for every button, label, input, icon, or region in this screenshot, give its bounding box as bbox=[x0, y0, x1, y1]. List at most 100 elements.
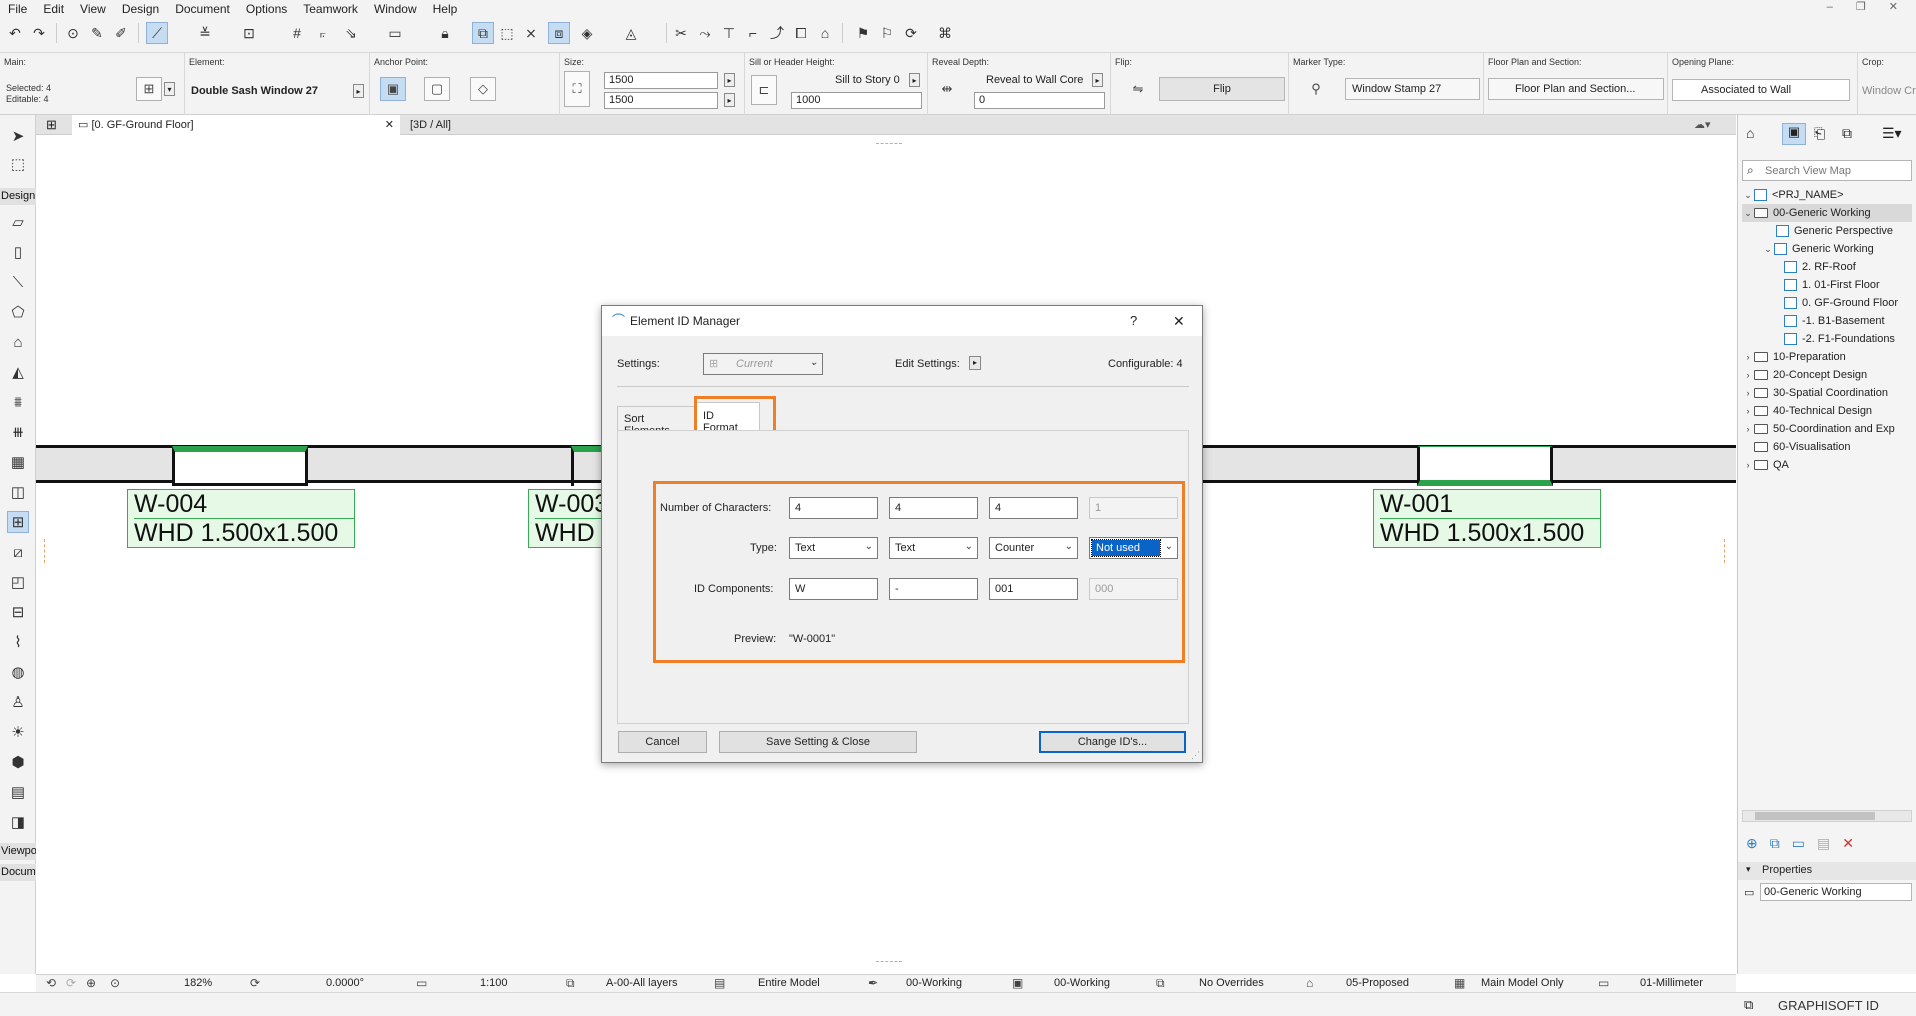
settings-dropdown[interactable]: ⊞ Current ⌄ bbox=[703, 353, 823, 375]
trace-icon[interactable]: ⨯ bbox=[525, 24, 537, 41]
size-link-icon[interactable]: ⛶ bbox=[564, 71, 590, 107]
inject-icon[interactable]: ✐ bbox=[115, 24, 127, 41]
curtain-wall-tool-icon[interactable]: ▦ bbox=[10, 454, 26, 471]
crop-icon[interactable]: ⧠ bbox=[795, 24, 807, 41]
edit-settings-arrow[interactable]: ▸ bbox=[969, 356, 981, 370]
window-controls[interactable]: – ❐ ✕ bbox=[1826, 1, 1908, 13]
ruler-icon[interactable]: ⟔ bbox=[319, 24, 327, 41]
sill-icon[interactable]: ⊏ bbox=[751, 75, 777, 105]
layers-icon[interactable]: ⧉ bbox=[566, 976, 575, 990]
menu-file[interactable]: File bbox=[8, 1, 28, 16]
tree-item-preparation[interactable]: ›10-Preparation bbox=[1746, 351, 1846, 363]
component-input-1[interactable]: W bbox=[789, 578, 878, 600]
view-map-icon[interactable]: ▣ bbox=[1782, 123, 1806, 145]
type-dropdown-2[interactable]: Text⌄ bbox=[889, 537, 978, 559]
stair-tool-icon[interactable]: ⩩ bbox=[13, 393, 22, 411]
structure-icon[interactable]: ▦ bbox=[1454, 976, 1466, 990]
bimx-icon[interactable]: ⌘ bbox=[938, 24, 952, 41]
reveal-mode[interactable]: Reveal to Wall Core bbox=[986, 74, 1084, 86]
window-tool-icon[interactable]: ⊞ bbox=[7, 511, 29, 533]
window-settings-icon[interactable]: ⊞ bbox=[136, 77, 162, 101]
anchor-edge-icon[interactable]: ◇ bbox=[470, 77, 496, 101]
clone-icon[interactable]: ⧉ bbox=[1769, 835, 1792, 851]
flip-icon[interactable]: ⇋ bbox=[1132, 81, 1144, 96]
tree-item-generic-perspective[interactable]: Generic Perspective bbox=[1776, 222, 1893, 240]
element-arrow[interactable]: ▸ bbox=[353, 84, 364, 98]
flip-button[interactable]: Flip bbox=[1159, 77, 1285, 101]
type-dropdown-4[interactable]: Not used⌄ bbox=[1089, 537, 1178, 559]
menu-help[interactable]: Help bbox=[432, 1, 458, 16]
suspend-groups-icon[interactable]: ⬚ bbox=[500, 24, 514, 41]
marker-icon[interactable]: ⚲ bbox=[1311, 81, 1321, 96]
marquee-tool-icon[interactable]: ⬚ bbox=[10, 156, 26, 173]
pen-icon[interactable]: ✒ bbox=[868, 976, 879, 990]
beam-tool-icon[interactable]: ⟍ bbox=[12, 273, 24, 291]
settings-dropdown-arrow[interactable]: ▾ bbox=[164, 82, 175, 96]
object-tool-icon[interactable]: ♙ bbox=[11, 694, 25, 711]
dimension-value[interactable]: 01-Millimeter bbox=[1640, 977, 1703, 989]
overrides-value[interactable]: No Overrides bbox=[1199, 977, 1264, 989]
close-button[interactable]: ✕ bbox=[1173, 313, 1185, 329]
skylight-tool-icon[interactable]: ⧄ bbox=[13, 543, 23, 561]
fit-icon[interactable]: ⊙ bbox=[110, 976, 121, 990]
undo-icon[interactable]: ↶ bbox=[9, 24, 21, 41]
zone-tool-icon[interactable]: ⊟ bbox=[11, 604, 25, 621]
design-header[interactable]: Design bbox=[0, 188, 36, 205]
cube-tool-icon[interactable]: ⬢ bbox=[11, 754, 25, 771]
tree-item-generic-working-folder[interactable]: ⌄00-Generic Working bbox=[1742, 204, 1912, 222]
height-input[interactable]: 1500 bbox=[604, 92, 718, 109]
tree-item-first-floor[interactable]: 1. 01-First Floor bbox=[1784, 276, 1880, 294]
window-w003-symbol[interactable] bbox=[571, 446, 611, 486]
tab-ground-floor[interactable]: ▭ [0. GF-Ground Floor] ✕ bbox=[72, 115, 400, 135]
element-name[interactable]: Double Sash Window 27 bbox=[191, 85, 319, 97]
sill-arrow[interactable]: ▸ bbox=[909, 73, 920, 87]
3d-view-icon[interactable]: ◈ bbox=[581, 24, 593, 41]
menu-edit[interactable]: Edit bbox=[43, 1, 65, 16]
eyedropper-icon[interactable]: ✎ bbox=[91, 24, 103, 41]
publisher-icon[interactable]: ⧉ bbox=[1842, 125, 1852, 141]
marker-type-dropdown[interactable]: Window Stamp 27 bbox=[1345, 78, 1480, 100]
fillet-icon[interactable]: ⌐ bbox=[748, 25, 758, 41]
properties-header[interactable]: ▾ Properties bbox=[1738, 862, 1916, 880]
model-icon[interactable]: ▤ bbox=[714, 976, 726, 990]
grouping-icon[interactable]: ⧉ bbox=[472, 22, 494, 44]
pen-value[interactable]: 00-Working bbox=[906, 977, 963, 989]
zoom-next-icon[interactable]: ⟳ bbox=[66, 976, 77, 990]
teamwork-icon[interactable]: ⟳ bbox=[905, 24, 917, 41]
zoom-prev-icon[interactable]: ⟲ bbox=[46, 976, 57, 990]
railing-tool-icon[interactable]: ⧻ bbox=[11, 424, 25, 441]
window-w003-label[interactable]: W-003 WHD bbox=[528, 489, 608, 548]
tree-item-foundations[interactable]: -2. F1-Foundations bbox=[1784, 330, 1895, 348]
cursor-snap-icon[interactable]: ⊡ bbox=[243, 24, 255, 41]
reveal-icon[interactable]: ⇹ bbox=[941, 81, 953, 96]
layout-book-icon[interactable]: ⎗ bbox=[1814, 125, 1826, 141]
lock-icon[interactable]: 🔒︎ bbox=[441, 24, 449, 41]
overrides-icon[interactable]: ⧉ bbox=[1156, 976, 1165, 990]
shape-icon[interactable]: ◬ bbox=[625, 24, 637, 41]
redo-icon[interactable]: ↷ bbox=[33, 24, 45, 41]
tree-root[interactable]: ⌄<PRJ_NAME> bbox=[1744, 189, 1844, 201]
panel-tool-icon[interactable]: ◨ bbox=[10, 814, 26, 831]
menu-document[interactable]: Document bbox=[175, 1, 230, 16]
flag-icon[interactable]: ⚑ bbox=[856, 24, 870, 41]
type-dropdown-1[interactable]: Text⌄ bbox=[789, 537, 878, 559]
properties-name-field[interactable]: 00-Generic Working bbox=[1760, 883, 1912, 901]
sill-input[interactable]: 1000 bbox=[791, 92, 922, 109]
layers-value[interactable]: A-00-All layers bbox=[606, 977, 678, 989]
brand-label[interactable]: GRAPHISOFT ID bbox=[1778, 998, 1879, 1013]
tab-options-icon[interactable]: ☁▾ bbox=[1694, 119, 1711, 131]
search-view-map[interactable]: ⌕ Search View Map bbox=[1742, 160, 1912, 181]
tab-overview-icon[interactable]: ⊞ bbox=[46, 117, 57, 132]
tree-item-visualisation[interactable]: 60-Visualisation bbox=[1754, 438, 1850, 456]
morph-tool-icon[interactable]: ◍ bbox=[11, 664, 25, 681]
menu-options[interactable]: Options bbox=[245, 1, 288, 16]
window-w004-label[interactable]: W-004 WHD 1.500x1.500 bbox=[127, 489, 355, 548]
adjust-icon[interactable]: ⤳ bbox=[699, 24, 711, 41]
new-view-icon[interactable]: ⊕ bbox=[1746, 835, 1770, 851]
component-input-3[interactable]: 001 bbox=[989, 578, 1078, 600]
change-ids-button[interactable]: Change ID's... bbox=[1039, 731, 1186, 753]
num-chars-input-3[interactable]: 4 bbox=[989, 497, 1078, 519]
window-w004-symbol[interactable] bbox=[172, 446, 308, 486]
window-icon[interactable]: ⧉ bbox=[1744, 997, 1754, 1012]
mvo-icon[interactable]: ▣ bbox=[1012, 976, 1024, 990]
